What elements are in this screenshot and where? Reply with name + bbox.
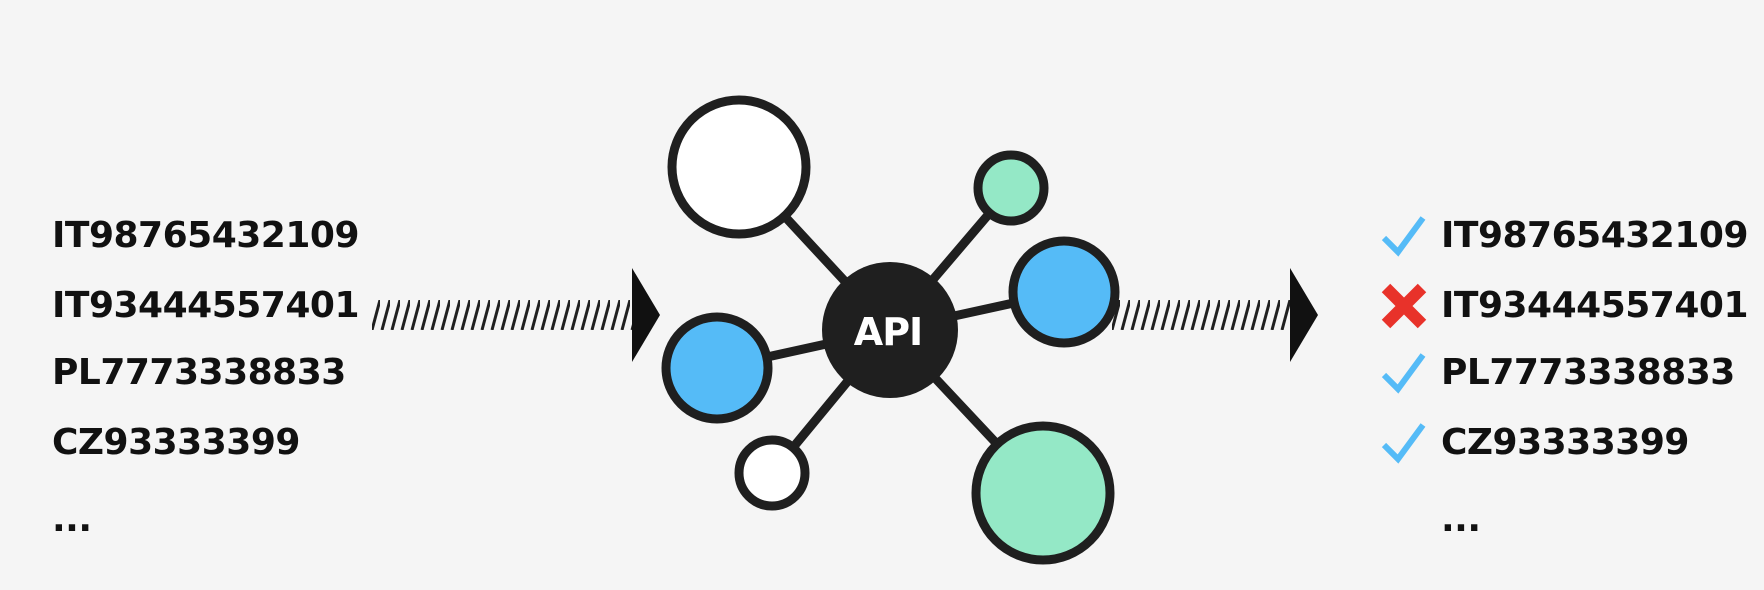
node-white-large bbox=[667, 95, 811, 239]
output-item: PL7773338833 bbox=[1441, 352, 1735, 393]
input-item: IT98765432109 bbox=[52, 215, 360, 256]
output-arrow bbox=[1112, 268, 1318, 362]
node-blue-right bbox=[1008, 236, 1120, 348]
input-item: PL7773338833 bbox=[52, 352, 346, 393]
node-white-small bbox=[734, 435, 810, 511]
input-item: CZ93333399 bbox=[52, 422, 300, 463]
check-icon bbox=[1381, 353, 1426, 394]
node-green-small bbox=[973, 150, 1049, 226]
check-icon bbox=[1381, 216, 1426, 257]
input-item-ellipsis: ... bbox=[52, 499, 92, 540]
api-hub-label: API bbox=[854, 310, 922, 354]
api-hub: API bbox=[822, 262, 958, 398]
output-item-ellipsis: ... bbox=[1441, 499, 1481, 540]
output-item: CZ93333399 bbox=[1441, 422, 1689, 463]
node-green-large bbox=[971, 421, 1115, 565]
cross-icon bbox=[1381, 283, 1427, 329]
output-item: IT93444557401 bbox=[1441, 285, 1749, 326]
input-arrow bbox=[372, 268, 660, 362]
node-blue-left bbox=[661, 312, 773, 424]
check-icon bbox=[1381, 423, 1426, 464]
input-item: IT93444557401 bbox=[52, 285, 360, 326]
output-item: IT98765432109 bbox=[1441, 215, 1749, 256]
